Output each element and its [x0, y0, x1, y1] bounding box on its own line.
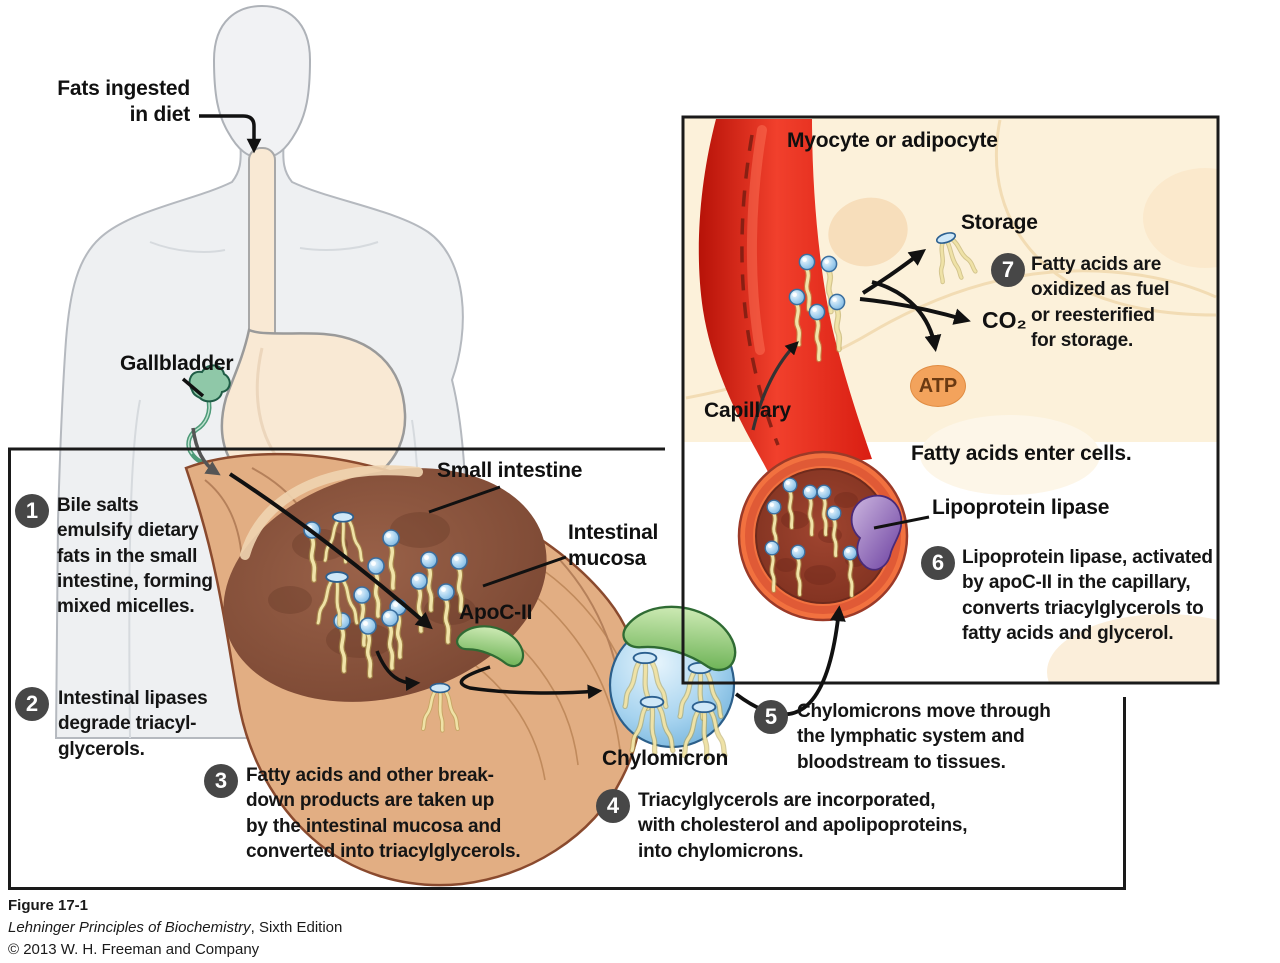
arrow-bile-through-lumen — [228, 472, 433, 630]
label-capillary: Capillary — [704, 399, 791, 422]
arrow-chylomicron-to-capillary — [734, 605, 846, 717]
label-gallbladder: Gallbladder — [120, 352, 234, 375]
bile-duct — [186, 397, 213, 469]
cell-nucleus — [828, 197, 908, 267]
label-lipoprotein-lipase: Lipoprotein lipase — [932, 496, 1110, 519]
atp-badge: ATP — [910, 365, 966, 407]
mucosa-texture — [434, 544, 639, 781]
label-chylomicron: Chylomicron — [602, 747, 729, 770]
arrow-fats-to-mouth — [199, 114, 262, 154]
step-3-text: Fatty acids and other break- down produc… — [246, 765, 521, 862]
pointer-intestinal-mucosa — [482, 555, 567, 588]
pointer-lipoprotein-lipase — [873, 515, 930, 530]
arrow-to-chylomicron — [459, 665, 603, 700]
caption-copyright: © 2013 W. H. Freeman and Company — [8, 941, 260, 958]
step-7-badge: 7 — [991, 253, 1025, 287]
capillary-centerline — [740, 134, 780, 446]
label-storage: Storage — [961, 211, 1038, 234]
step-6-text: Lipoprotein lipase, activated by apoC-II… — [962, 547, 1213, 644]
step-1-badge: 1 — [15, 494, 49, 528]
label-co2: CO₂ — [982, 307, 1027, 333]
label-apoc2: ApoC-II — [459, 601, 533, 624]
caption-book-title: Lehninger Principles of Biochemistry — [8, 919, 251, 936]
chylomicron-illustration — [608, 602, 740, 757]
capillary-vessel — [698, 119, 872, 472]
label-myocyte: Myocyte or adipocyte — [787, 129, 998, 152]
step-4-text: Triacylglycerols are incorporated, with … — [638, 790, 968, 862]
caption-edition: , Sixth Edition — [250, 919, 343, 936]
arrow-to-atp — [871, 280, 942, 352]
label-small-intestine: Small intestine — [437, 459, 583, 482]
panel-borders — [8, 115, 1220, 890]
arrow-capillary-to-cell — [751, 341, 799, 431]
small-intestine-illustration — [184, 452, 643, 887]
caption-book-line: Lehninger Principles of Biochemistry, Si… — [8, 919, 342, 936]
right-panel-border — [681, 115, 1220, 685]
step-5-text: Chylomicrons move through the lymphatic … — [797, 701, 1051, 773]
cell-blob — [1047, 614, 1217, 682]
step-7-text: Fatty acids are oxidized as fuel or rees… — [1031, 254, 1170, 351]
arrow-to-tag — [375, 650, 421, 691]
arrow-bile-to-intestine — [191, 427, 221, 476]
caption-figure-number: Figure 17-1 — [8, 897, 89, 914]
step-4-badge: 4 — [596, 789, 630, 823]
label-fatty-acids-enter: Fatty acids enter cells. — [911, 442, 1132, 465]
pointer-small-intestine — [428, 485, 501, 514]
esophagus — [248, 147, 276, 345]
lipoprotein-lipase-blob — [850, 494, 903, 571]
head — [212, 4, 312, 160]
label-intestinal-mucosa: Intestinal mucosa — [568, 521, 659, 570]
step-2-text: Intestinal lipases degrade triacyl- glyc… — [58, 688, 208, 760]
step-2-badge: 2 — [15, 687, 49, 721]
step-1-text: Bile salts emulsify dietary fats in the … — [57, 495, 213, 618]
step-5-badge: 5 — [754, 700, 788, 734]
capillary-cross-section — [737, 450, 909, 622]
step-6-badge: 6 — [921, 546, 955, 580]
step-3-badge: 3 — [204, 764, 238, 798]
pointer-gallbladder — [181, 377, 205, 398]
label-fats-ingested: Fats ingested in diet — [57, 77, 190, 126]
arrow-layer — [181, 114, 971, 700]
arrow-to-storage — [861, 248, 927, 295]
